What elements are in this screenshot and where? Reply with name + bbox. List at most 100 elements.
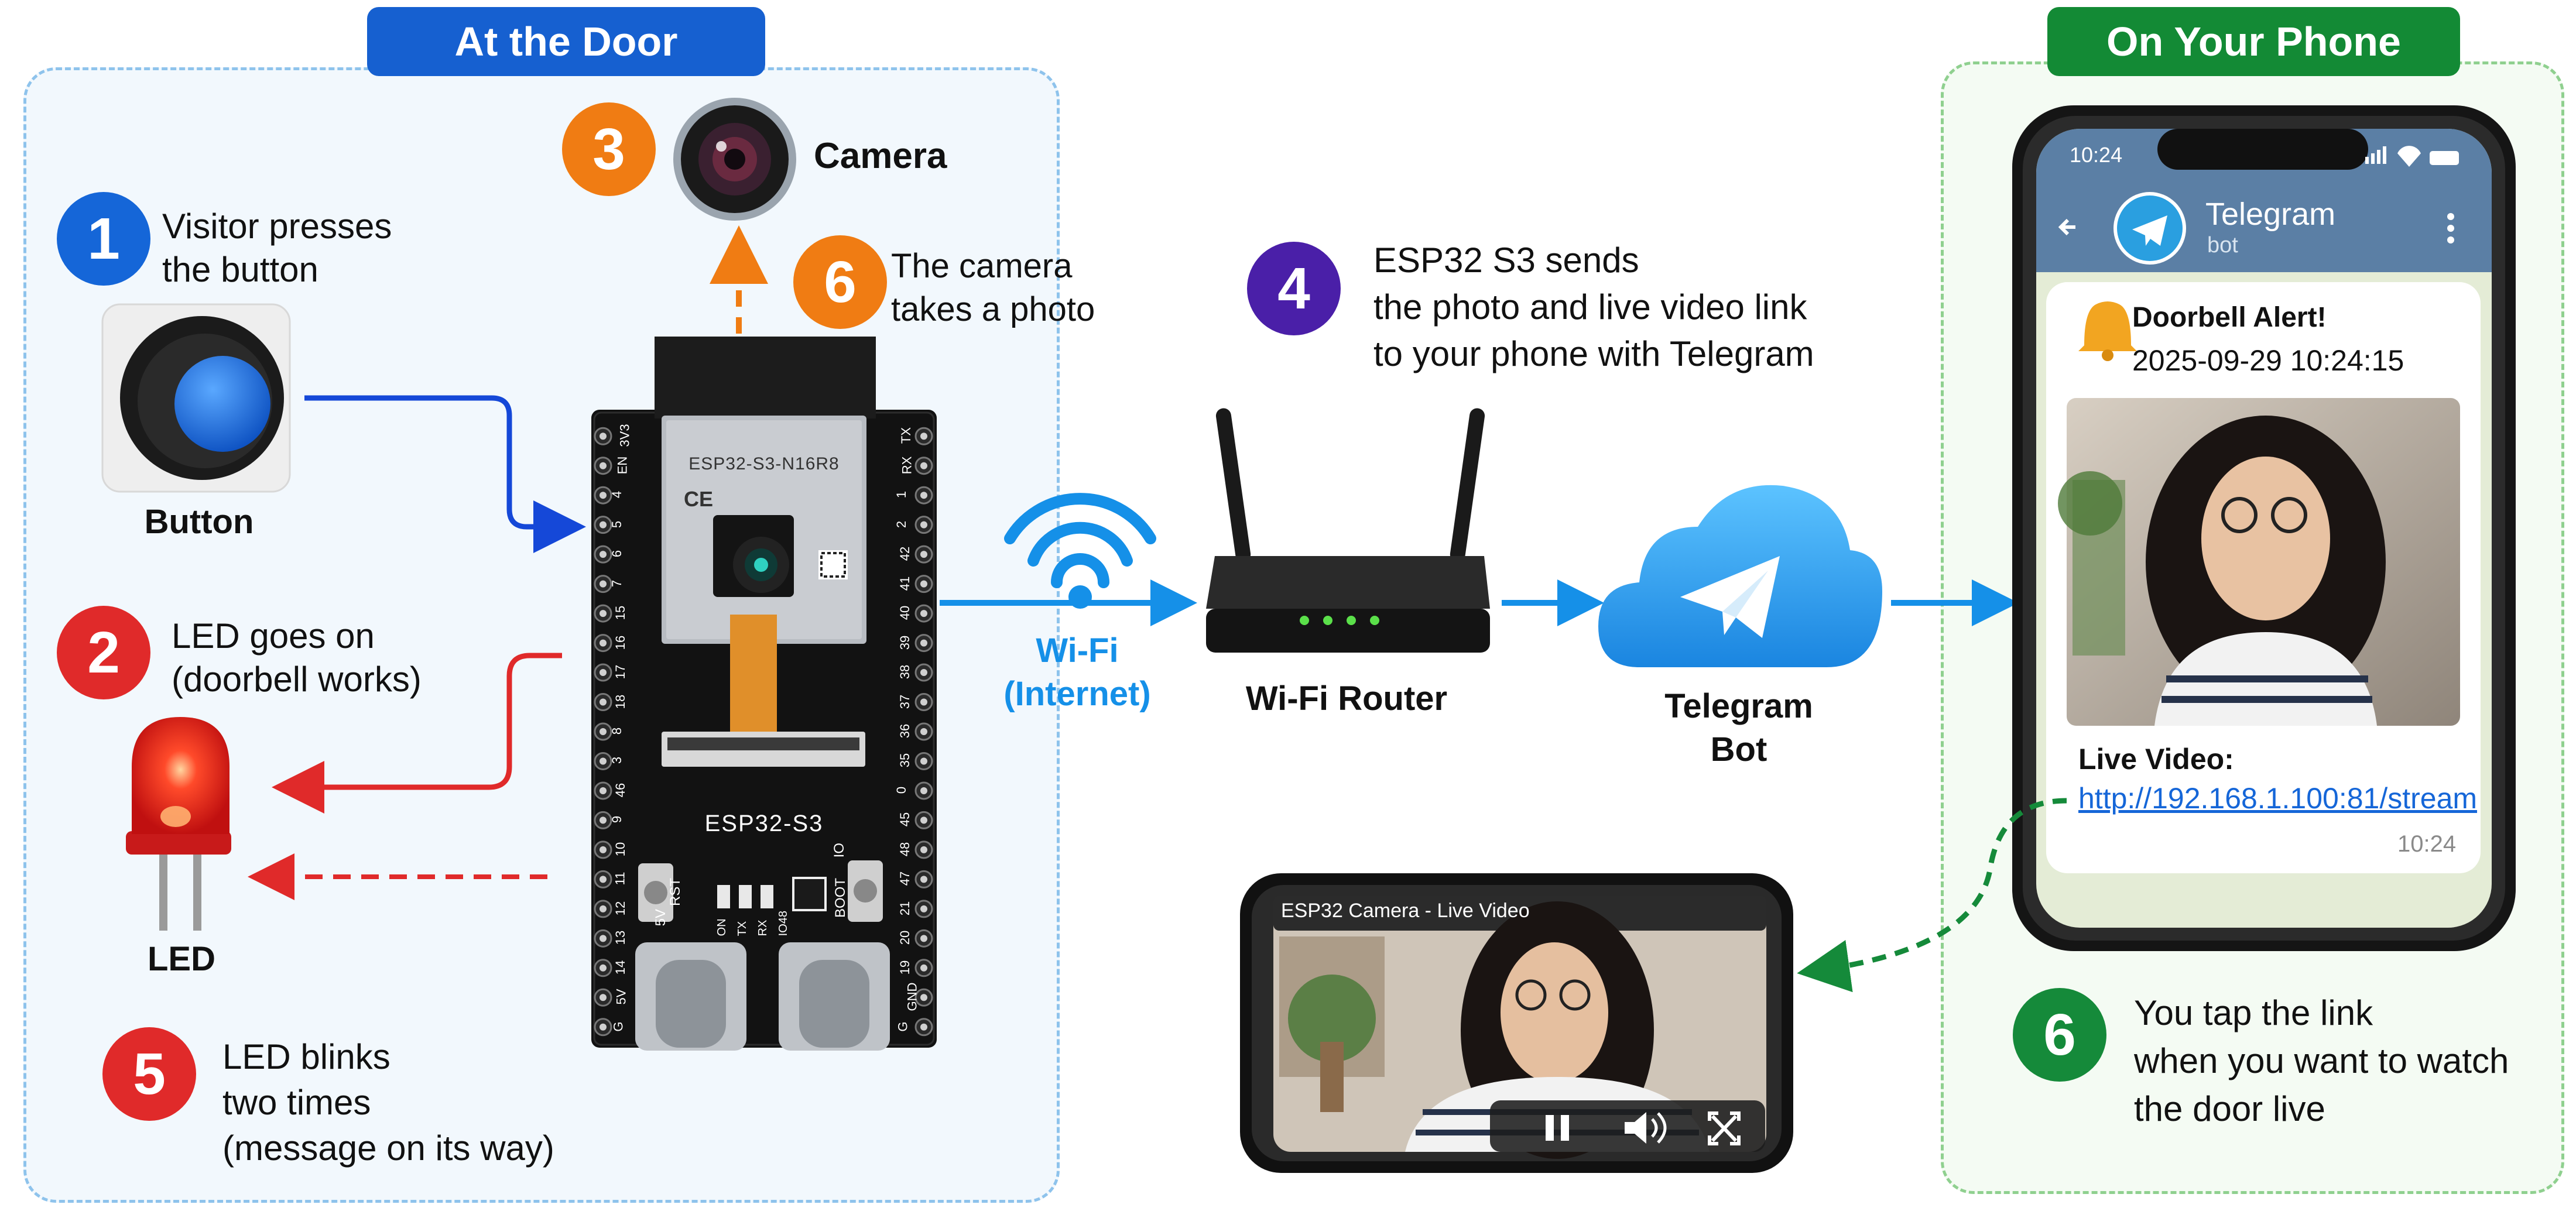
header-pin-hole — [600, 846, 607, 853]
chat-title: Telegram — [2205, 197, 2336, 232]
wifi-label-line-1: Wi-Fi — [1036, 632, 1119, 670]
link-to-video-arrow — [1797, 798, 2067, 993]
left-pin-label: 9 — [609, 816, 625, 824]
step-2-line-1: LED goes on — [172, 616, 375, 656]
header-pin-hole — [600, 905, 607, 912]
right-pin-label: 21 — [898, 901, 913, 916]
step-6-camera-line-1: The camera — [891, 247, 1073, 285]
more-menu-icon[interactable] — [2438, 208, 2465, 249]
step-2-text: LED goes on (doorbell works) — [172, 615, 422, 701]
right-pin-label: 20 — [898, 931, 913, 945]
header-pin-hole — [920, 994, 927, 1001]
step-6-phone-line-2: when you want to watch — [2134, 1041, 2509, 1080]
ce-mark: CE — [684, 487, 714, 511]
smartphone — [2012, 105, 2516, 951]
step-6-phone-line-1: You tap the link — [2134, 993, 2373, 1032]
board-label: ESP32-S3 — [704, 811, 824, 836]
live-video-link[interactable]: http://192.168.1.100:81/stream — [2078, 782, 2478, 815]
step-6-camera-line-2: takes a photo — [891, 290, 1095, 328]
step-6-camera-text: The camera takes a photo — [891, 245, 1095, 331]
header-pin-hole — [600, 492, 607, 499]
led-icon — [126, 717, 231, 931]
right-pin-label: TX — [899, 427, 914, 444]
right-pin-label: 19 — [898, 960, 913, 975]
right-pin-label: 48 — [898, 842, 913, 857]
telegram-bot-line-1: Telegram — [1664, 687, 1813, 725]
header-pin-hole — [920, 521, 927, 529]
video-title: ESP32 Camera - Live Video — [1281, 900, 1530, 922]
header-pin-hole — [920, 433, 927, 440]
step-1-badge: 1 — [57, 192, 150, 286]
header-pin-hole — [600, 757, 607, 765]
chat-subtitle: bot — [2207, 233, 2238, 258]
header-pin-hole — [600, 935, 607, 942]
io-label: IO — [831, 843, 847, 858]
push-button-icon — [101, 303, 291, 493]
right-pin-label: G — [895, 1021, 910, 1032]
right-pin-label: 1 — [894, 491, 909, 499]
step-5-line-3: (message on its way) — [222, 1128, 554, 1168]
right-pin-label: GND — [905, 982, 920, 1011]
button-label: Button — [144, 503, 254, 541]
header-pin-hole — [920, 757, 927, 765]
led-on-label: ON — [715, 918, 728, 936]
alert-time: 2025-09-29 10:24:15 — [2132, 344, 2404, 377]
header-pin-hole — [920, 698, 927, 706]
header-pin-hole — [920, 876, 927, 883]
on-your-phone-header: On Your Phone — [2047, 7, 2460, 76]
right-pin-label: 37 — [898, 694, 913, 709]
header-pin-hole — [600, 994, 607, 1001]
telegram-bot-label: Telegram Bot — [1622, 685, 1856, 771]
step-4-badge: 4 — [1247, 242, 1341, 335]
right-pin-label: 2 — [894, 520, 909, 528]
module-label: ESP32-S3-N16R8 — [688, 454, 840, 474]
left-pin-label: G — [611, 1021, 626, 1032]
step-1-line-1: Visitor presses — [162, 207, 392, 246]
fivev-label: 5V — [653, 909, 669, 927]
wifi-label: Wi-Fi (Internet) — [984, 629, 1171, 716]
step-4-line-1: ESP32 S3 sends — [1373, 241, 1639, 280]
at-the-door-header: At the Door — [367, 7, 765, 76]
right-pin-label: 35 — [898, 753, 913, 768]
left-pin-label: 15 — [613, 605, 628, 620]
right-pin-label: 39 — [898, 635, 913, 650]
left-pin-label: 5V — [614, 989, 629, 1005]
right-pin-label: 47 — [898, 872, 913, 886]
led-io48-label: IO48 — [777, 911, 790, 936]
step-6-phone-line-3: the door live — [2134, 1089, 2325, 1128]
header-pin-hole — [920, 964, 927, 972]
right-pin-label: 42 — [898, 546, 913, 561]
right-pin-label: 41 — [898, 576, 913, 591]
header-pin-hole — [600, 580, 607, 588]
header-pin-hole — [920, 639, 927, 647]
right-pin-label: 0 — [894, 786, 909, 794]
step-6-camera-badge: 6 — [793, 235, 887, 329]
step-1-text: Visitor presses the button — [162, 205, 392, 291]
back-arrow-icon[interactable] — [2052, 208, 2081, 243]
board-to-led-arrow — [272, 653, 562, 814]
step-4-line-2: the photo and live video link — [1373, 287, 1807, 327]
right-pin-label: 36 — [898, 723, 913, 739]
step-2-line-2: (doorbell works) — [172, 660, 422, 699]
telegram-bot-line-2: Bot — [1710, 730, 1767, 768]
left-pin-label: 16 — [613, 635, 628, 650]
volume-icon[interactable] — [1625, 1112, 1667, 1144]
header-pin-hole — [920, 462, 927, 469]
left-pin-label: 10 — [613, 842, 628, 857]
pause-icon[interactable] — [1546, 1115, 1569, 1141]
left-pin-label: 12 — [613, 901, 628, 916]
alert-title: Doorbell Alert! — [2132, 302, 2327, 333]
step-1-line-2: the button — [162, 250, 318, 289]
right-pin-label: 38 — [898, 664, 913, 680]
step-5-badge: 5 — [102, 1027, 196, 1121]
right-pin-label: 45 — [898, 812, 913, 827]
header-pin-hole — [920, 1023, 927, 1031]
header-pin-hole — [920, 905, 927, 912]
step-4-line-3: to your phone with Telegram — [1373, 334, 1814, 373]
header-pin-hole — [600, 728, 607, 735]
camera-lens-icon — [673, 98, 796, 221]
left-pin-label: 11 — [612, 872, 628, 886]
wifi-icon — [1004, 493, 1156, 609]
fullscreen-icon[interactable] — [1708, 1111, 1741, 1145]
